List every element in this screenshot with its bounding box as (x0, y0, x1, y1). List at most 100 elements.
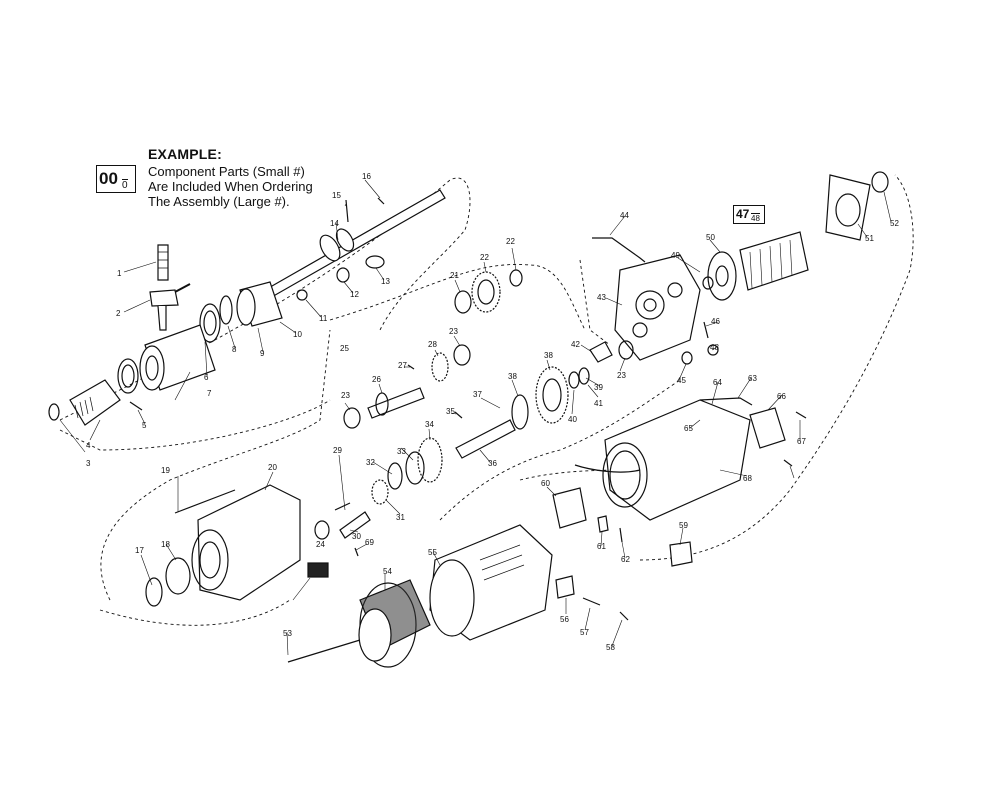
bearing-20 (454, 290, 472, 314)
brush-59 (597, 515, 609, 533)
callout-29: 29 (333, 446, 342, 455)
washer-43 (681, 351, 693, 365)
callout-66: 66 (777, 392, 786, 401)
washer-45 (707, 344, 719, 356)
gear-26 (431, 352, 449, 382)
callout-30: 30 (352, 532, 361, 541)
callout-12: 12 (350, 290, 359, 299)
callout-52: 52 (890, 219, 899, 228)
callout-25: 25 (340, 344, 349, 353)
armature-47 (739, 231, 809, 291)
example-line-2: Are Included When Ordering (148, 179, 313, 194)
callout-4: 4 (86, 441, 91, 450)
shaft-24 (367, 387, 425, 419)
gear-37 (535, 366, 569, 424)
brush-54 (555, 575, 575, 599)
callout-5: 5 (142, 421, 147, 430)
ring-5 (117, 358, 139, 394)
screw-60 (619, 527, 623, 543)
callout-6: 6 (204, 373, 209, 382)
callout-42: 42 (571, 340, 580, 349)
pin-5 (129, 401, 143, 411)
callout-50: 50 (706, 233, 715, 242)
bearing-6 (199, 303, 221, 343)
callout-34: 34 (425, 420, 434, 429)
gear-21 (471, 271, 501, 313)
callout-36: 36 (488, 459, 497, 468)
spring-55 (582, 597, 601, 606)
shaft-34 (455, 419, 516, 459)
callout-23: 23 (341, 391, 350, 400)
callout-2: 2 (116, 309, 121, 318)
callout-45: 45 (677, 376, 686, 385)
callout-54: 54 (383, 567, 392, 576)
screw-67 (354, 547, 359, 557)
gear-32 (417, 437, 443, 483)
bearing-22a (509, 269, 523, 287)
gear-case (589, 171, 889, 365)
label-68 (307, 562, 329, 578)
callout-65: 65 (684, 424, 693, 433)
fan-46 (707, 251, 737, 301)
callout-63: 63 (748, 374, 757, 383)
cover-64 (749, 407, 786, 449)
callout-67: 67 (797, 437, 806, 446)
callout-33: 33 (397, 447, 406, 456)
key-25 (407, 364, 415, 370)
shaft-28 (339, 511, 371, 539)
key-15 (377, 197, 385, 205)
callout-19: 19 (161, 466, 170, 475)
ring-3 (48, 403, 60, 421)
callout-38: 38 (544, 351, 553, 360)
callout-8: 8 (232, 345, 237, 354)
callout-13: 13 (381, 277, 390, 286)
callout-55: 55 (428, 548, 437, 557)
callout-14: 14 (330, 219, 339, 228)
callout-39: 39 (594, 383, 603, 392)
gear-train (314, 269, 590, 540)
rod-51 (287, 639, 361, 663)
bearing-23a (453, 344, 471, 366)
callout-40: 40 (568, 415, 577, 424)
ring-12 (365, 255, 385, 269)
switch-57 (669, 541, 693, 567)
callout-35: 35 (446, 407, 455, 416)
ring-10 (296, 289, 308, 301)
example-line-3: The Assembly (Large #). (148, 194, 290, 209)
housing-63 (604, 399, 751, 521)
washer-8 (219, 295, 233, 325)
ring-39 (578, 367, 590, 385)
gear-case-41 (614, 254, 701, 361)
example-line-1: Component Parts (Small #) (148, 164, 305, 179)
screw-69 (783, 459, 793, 467)
key-33 (454, 411, 463, 419)
pin-14 (345, 199, 349, 223)
ring-11 (336, 267, 350, 283)
callout-60: 60 (541, 479, 550, 488)
bearing-50 (871, 171, 889, 193)
pin-44 (703, 321, 709, 339)
bracket-42 (592, 237, 646, 263)
callout-9: 9 (260, 349, 265, 358)
callout-20: 20 (268, 463, 277, 472)
callout-18: 18 (161, 540, 170, 549)
callout-49: 49 (671, 251, 680, 260)
callout-1: 1 (117, 269, 122, 278)
callout-32: 32 (366, 458, 375, 467)
shaft-13 (264, 189, 446, 299)
screw-56 (619, 611, 629, 621)
callout-59: 59 (679, 521, 688, 530)
callout-57: 57 (580, 628, 589, 637)
callout-46: 46 (711, 317, 720, 326)
brush-holder-58 (552, 487, 587, 529)
adapter-4 (69, 379, 121, 426)
example-assembly-box: 00 0 (96, 165, 136, 193)
valve-2 (149, 289, 179, 307)
callout-23: 23 (617, 371, 626, 380)
assembly-box-47: 47 48 (733, 205, 765, 224)
assembly-box-large: 47 (736, 207, 750, 221)
gear-13 (319, 234, 341, 262)
housing-19 (197, 484, 301, 601)
spindle-assembly (48, 189, 446, 426)
callout-26: 26 (372, 375, 381, 384)
